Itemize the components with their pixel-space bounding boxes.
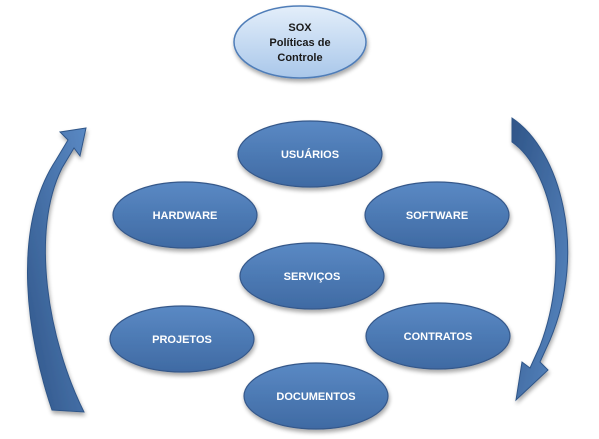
node-contratos-label: CONTRATOS (404, 331, 473, 343)
node-projetos (109, 305, 255, 373)
node-servicos-label: SERVIÇOS (284, 271, 341, 283)
sox-title-node (233, 5, 367, 79)
node-software-label: SOFTWARE (406, 210, 468, 222)
node-contratos (365, 302, 511, 370)
node-hardware (112, 181, 258, 249)
node-usuarios-label: USUÁRIOS (281, 148, 339, 161)
node-software (364, 181, 510, 249)
node-documentos-label: DOCUMENTOS (276, 391, 355, 403)
node-usuarios (237, 120, 383, 188)
sox-title-line-2: Políticas de (269, 37, 330, 49)
right-cycle-arrow-icon (511, 117, 569, 402)
sox-title-line-3: Controle (277, 52, 322, 64)
node-documentos (243, 362, 389, 430)
sox-title-line-1: SOX (288, 22, 312, 34)
node-hardware-label: HARDWARE (153, 210, 218, 222)
node-servicos (239, 242, 385, 310)
node-projetos-label: PROJETOS (152, 334, 212, 346)
left-cycle-arrow-icon (27, 127, 87, 413)
